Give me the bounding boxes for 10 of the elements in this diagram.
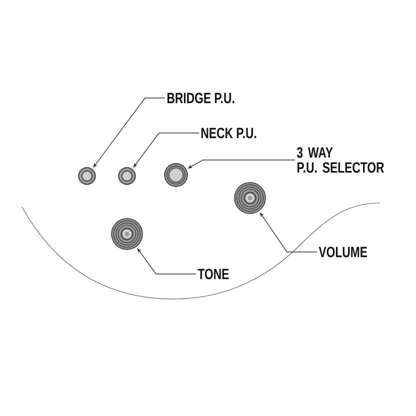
part-label: VOLUME [318, 246, 368, 258]
control-knob [234, 182, 266, 214]
control-knob [164, 163, 188, 187]
control-knob [111, 218, 143, 250]
part-label: NECK P.U. [201, 128, 256, 138]
control-knob [118, 167, 136, 185]
part-label: BRIDGE P.U. [167, 92, 234, 104]
part-label: 3 WAY P.U. SELECTOR [296, 147, 384, 173]
part-label: TONE [198, 268, 229, 280]
control-knob [78, 167, 96, 185]
